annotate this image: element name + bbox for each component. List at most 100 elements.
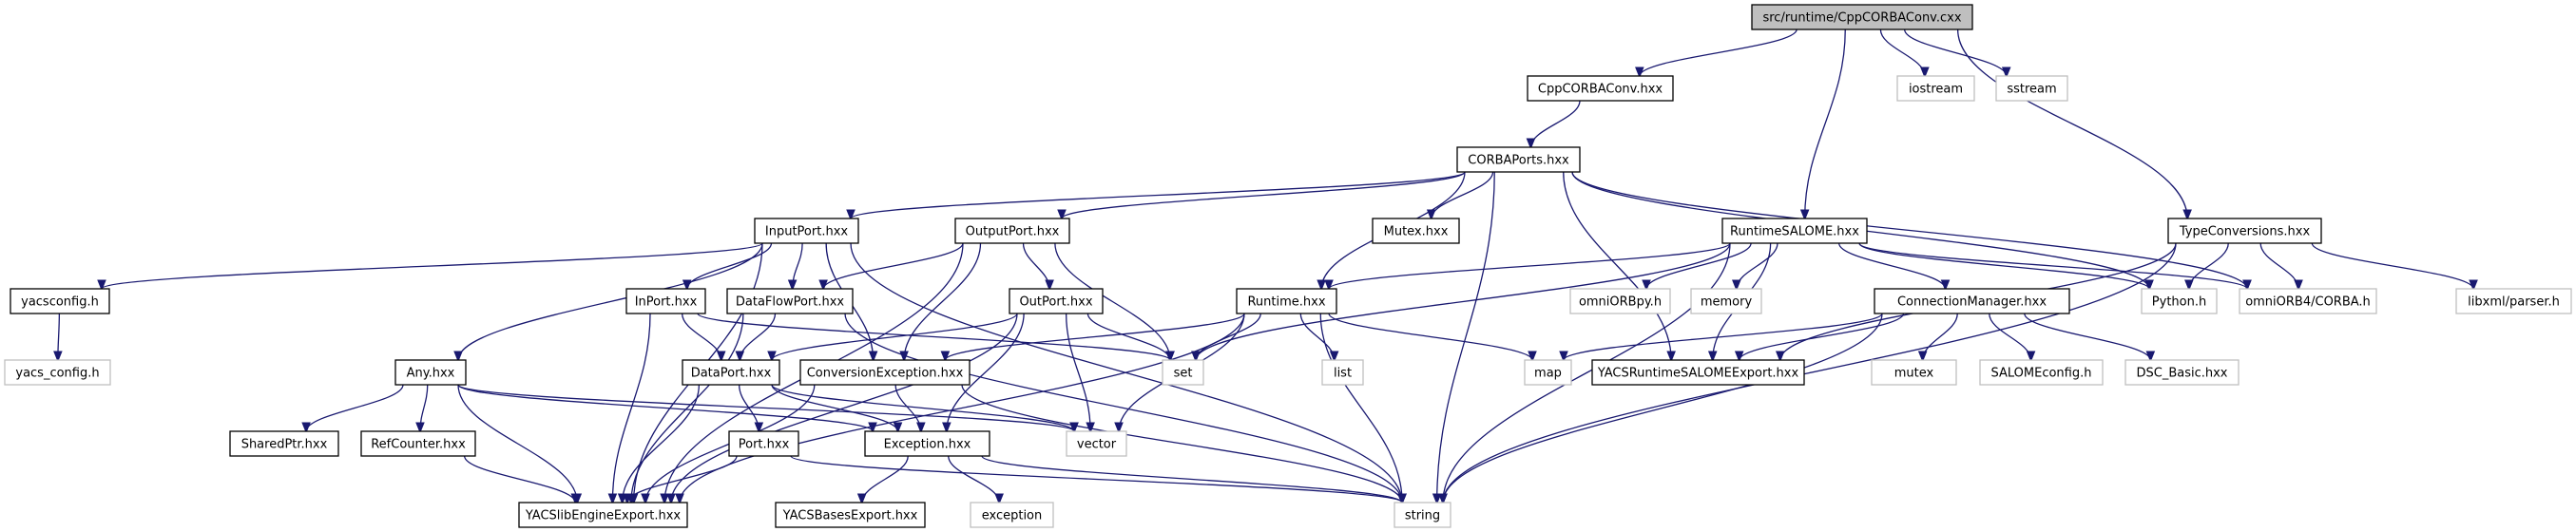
node-label: OutPort.hxx — [1019, 295, 1092, 310]
edge-root-to-sstream — [1903, 28, 2007, 76]
node-yacsconfig[interactable]: yacsconfig.h — [10, 288, 110, 314]
edge-dataflowport-to-string — [844, 313, 1402, 503]
node-box — [864, 430, 990, 457]
node-box — [1066, 430, 1127, 457]
edge-dataflowport-to-dataport — [740, 313, 777, 360]
node-inputport[interactable]: InputPort.hxx — [754, 218, 859, 244]
node-libxml: libxml/parser.h — [2455, 288, 2572, 314]
edge-convexc-to-exception_hxx — [894, 384, 921, 431]
node-runtimesalome[interactable]: RuntimeSALOME.hxx — [1721, 218, 1868, 244]
node-typeconversions[interactable]: TypeConversions.hxx — [2167, 218, 2322, 244]
node-box — [2141, 288, 2218, 314]
node-label: InputPort.hxx — [765, 225, 848, 239]
node-box — [1871, 359, 1957, 386]
edge-root-to-cppcorbaconv — [1640, 28, 1797, 76]
node-outputport[interactable]: OutputPort.hxx — [954, 218, 1070, 244]
node-yacsrtsalome[interactable]: YACSRuntimeSALOMEExport.hxx — [1591, 359, 1805, 386]
node-label: DSC_Basic.hxx — [2136, 367, 2227, 381]
node-list: list — [1321, 359, 1364, 386]
edge-corbaports-to-outputport — [1062, 171, 1466, 218]
node-box — [4, 359, 111, 386]
node-label: omniORB4/CORBA.h — [2245, 295, 2371, 310]
node-any[interactable]: Any.hxx — [394, 359, 467, 386]
node-root[interactable]: src/runtime/CppCORBAConv.cxx — [1751, 4, 1973, 30]
edge-outport-to-yacslibengine — [671, 313, 1018, 503]
node-sharedptr[interactable]: SharedPtr.hxx — [229, 430, 339, 457]
node-box — [1896, 75, 1975, 102]
node-box — [1236, 288, 1337, 314]
node-string: string — [1394, 502, 1451, 528]
node-box — [229, 430, 339, 457]
edge-runtimesalome-to-runtime — [1329, 242, 1731, 289]
edge-dataport-to-yacslibengine — [623, 384, 701, 503]
node-inport[interactable]: InPort.hxx — [625, 288, 706, 314]
node-corbaports[interactable]: CORBAPorts.hxx — [1456, 146, 1581, 173]
node-label: sstream — [2007, 83, 2056, 97]
edge-inputport-to-dataflowport — [793, 242, 803, 289]
node-label: SALOMEconfig.h — [1991, 367, 2092, 381]
edge-corbaports-to-string — [1437, 171, 1495, 503]
node-runtime[interactable]: Runtime.hxx — [1236, 288, 1337, 314]
edge-any-to-vector — [457, 384, 1074, 431]
node-mutexhxx[interactable]: Mutex.hxx — [1372, 218, 1460, 244]
node-box — [1524, 359, 1572, 386]
node-box — [2167, 218, 2322, 244]
node-label: string — [1405, 509, 1440, 523]
node-box — [726, 288, 854, 314]
edge-port-to-string — [790, 455, 1402, 503]
edge-connmgr-to-map — [1564, 313, 1883, 360]
node-box — [1690, 288, 1762, 314]
node-label: exception — [982, 509, 1043, 523]
node-label: Python.h — [2152, 295, 2206, 310]
node-box — [1751, 4, 1973, 30]
edge-any-to-yacslibengine — [457, 384, 577, 503]
node-label: Any.hxx — [407, 367, 455, 381]
edge-runtime-to-list — [1299, 313, 1334, 360]
edge-root-to-iostream — [1879, 28, 1925, 76]
node-box — [1394, 502, 1451, 528]
edge-connmgr-to-dscbasic — [2024, 313, 2151, 360]
edge-refcounter-to-yacslibengine — [463, 455, 576, 503]
edge-outputport-to-dataflowport — [823, 242, 964, 289]
edge-connmgr-to-salomeconfig — [1989, 313, 2031, 360]
node-dataflowport[interactable]: DataFlowPort.hxx — [726, 288, 854, 314]
node-map: map — [1524, 359, 1572, 386]
node-label: YACSBasesExport.hxx — [782, 509, 918, 523]
node-cppcorbaconv[interactable]: CppCORBAConv.hxx — [1527, 75, 1674, 102]
node-yacsbases[interactable]: YACSBasesExport.hxx — [775, 502, 926, 528]
node-label: RuntimeSALOME.hxx — [1730, 225, 1859, 239]
node-box — [1995, 75, 2068, 102]
node-box — [1721, 218, 1868, 244]
node-connmgr[interactable]: ConnectionManager.hxx — [1874, 288, 2070, 314]
edge-runtime-to-yacslibengine — [680, 313, 1245, 503]
node-refcounter[interactable]: RefCounter.hxx — [360, 430, 476, 457]
node-outport[interactable]: OutPort.hxx — [1009, 288, 1104, 314]
edge-outport-to-dataport — [772, 313, 1018, 360]
node-box — [1874, 288, 2070, 314]
node-box — [1591, 359, 1805, 386]
node-label: YACSlibEngineExport.hxx — [525, 509, 682, 523]
node-exception_hxx[interactable]: Exception.hxx — [864, 430, 990, 457]
edge-outport-to-vector — [1065, 313, 1091, 431]
edge-any-to-exception_hxx — [457, 384, 873, 431]
node-label: set — [1174, 367, 1193, 381]
node-box — [10, 288, 110, 314]
node-yacslibengine[interactable]: YACSlibEngineExport.hxx — [518, 502, 688, 528]
node-label: yacsconfig.h — [21, 295, 99, 310]
edge-connmgr-to-yacsrtsalome — [1740, 313, 1905, 360]
node-python: Python.h — [2141, 288, 2218, 314]
node-dataport[interactable]: DataPort.hxx — [682, 359, 780, 386]
node-label: ConnectionManager.hxx — [1897, 295, 2047, 310]
node-label: yacs_config.h — [15, 367, 99, 381]
node-port[interactable]: Port.hxx — [728, 430, 799, 457]
edge-typeconversions-to-libxml — [2311, 242, 2473, 289]
node-label: OutputPort.hxx — [966, 225, 1060, 239]
node-convexc[interactable]: ConversionException.hxx — [799, 359, 971, 386]
edge-dataport-to-exception_hxx — [771, 384, 898, 431]
edge-outputport-to-convexc — [904, 242, 982, 360]
edge-runtimesalome-to-string — [1443, 242, 1731, 503]
edge-typeconversions-to-omniorb4 — [2259, 242, 2298, 289]
node-sstream: sstream — [1995, 75, 2068, 102]
edge-runtimesalome-to-python — [1858, 242, 2149, 289]
node-box — [1979, 359, 2104, 386]
